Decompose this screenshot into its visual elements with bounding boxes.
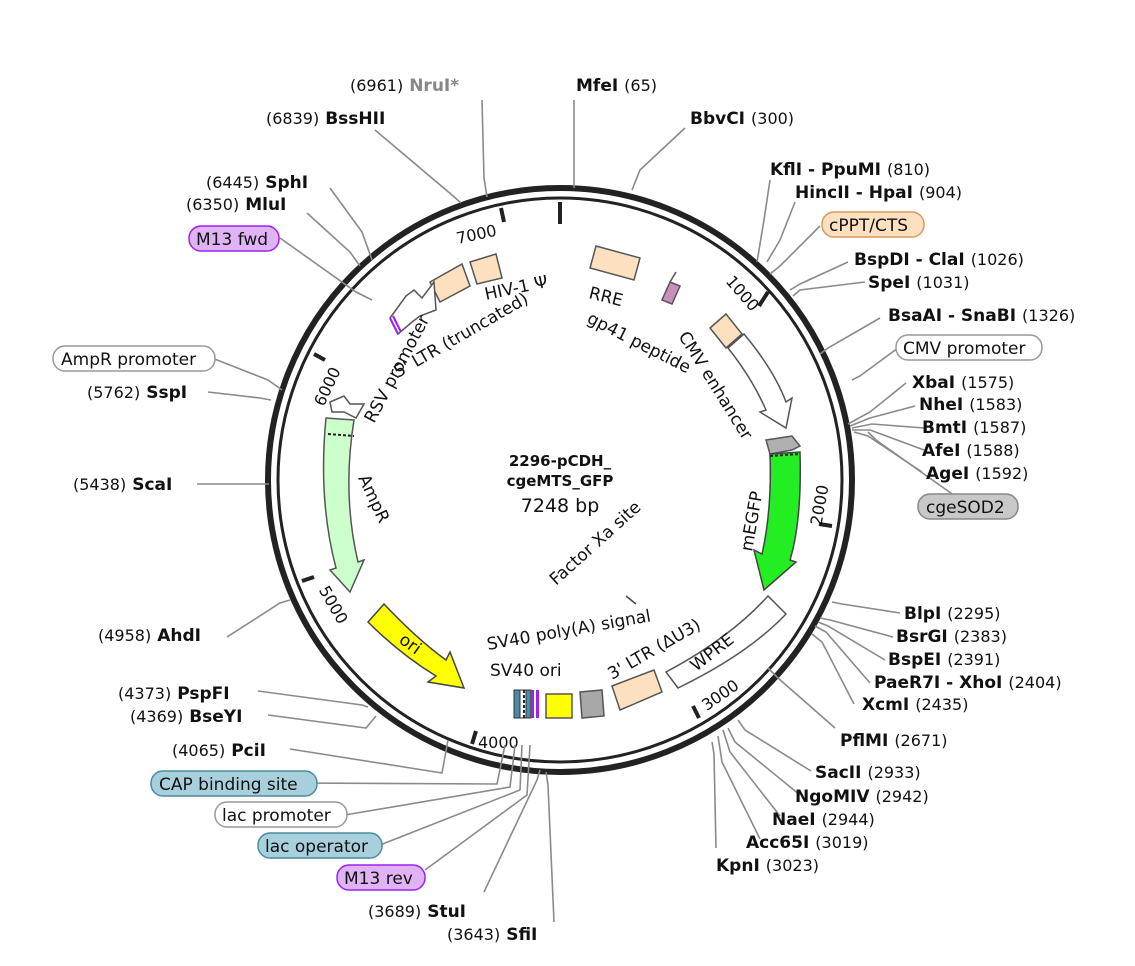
tick-label-7000: 7000	[455, 221, 499, 248]
svg-text:CMV promoter: CMV promoter	[903, 339, 1025, 359]
enzyme-nrui[interactable]: (6961)NruI*	[350, 76, 459, 96]
backbone-inner-ring	[276, 196, 844, 764]
feature-megfp-arrow[interactable]	[752, 451, 802, 592]
enzyme-ahdi[interactable]: (4958)AhdI	[98, 626, 201, 646]
enzyme-xbai[interactable]: XbaI(1575)	[912, 373, 1014, 393]
enzyme-bsaai[interactable]: BsaAI - SnaBI(1326)	[888, 306, 1075, 326]
enzyme-scai[interactable]: (5438)ScaI	[73, 475, 172, 495]
feature-lac-cluster[interactable]	[513, 689, 539, 719]
svg-text:AmpR promoter: AmpR promoter	[61, 350, 196, 370]
label-rre: RRE	[587, 283, 625, 311]
backbone-outer-ring	[265, 185, 855, 775]
enzyme-acc65i[interactable]: Acc65I(3019)	[746, 833, 869, 853]
enzyme-bmti[interactable]: BmtI(1587)	[922, 418, 1026, 438]
enzyme-bspei[interactable]: BspEI(2391)	[888, 650, 1000, 670]
svg-text:lac operator: lac operator	[265, 837, 368, 857]
tick-label-5000: 5000	[315, 582, 352, 627]
pill-lacoperator[interactable]: lac operator	[257, 832, 383, 859]
enzyme-paer7i[interactable]: PaeR7I - XhoI(2404)	[874, 673, 1062, 693]
factor-xa-marker	[625, 595, 637, 605]
tick-6000	[313, 352, 326, 362]
label-megfp: mEGFP	[737, 490, 767, 553]
svg-text:M13 fwd: M13 fwd	[196, 230, 268, 250]
enzyme-bsrgi[interactable]: BsrGI(2383)	[896, 627, 1007, 647]
feature-rsv-promoter-arrow[interactable]	[389, 279, 437, 336]
enzyme-spei[interactable]: SpeI(1031)	[868, 273, 969, 293]
label-sv40polya: SV40 poly(A) signal	[485, 606, 652, 655]
enzyme-pspfi[interactable]: (4373)PspFI	[118, 684, 230, 704]
enzyme-naei[interactable]: NaeI(2944)	[772, 810, 875, 830]
feature-ampr-promoter-arrow[interactable]	[329, 395, 366, 419]
feature-ltr3[interactable]	[611, 669, 663, 712]
enzyme-kfli[interactable]: KflI - PpuMI(810)	[770, 160, 930, 180]
enzyme-pcii[interactable]: (4065)PciI	[172, 741, 266, 761]
enzyme-blpi[interactable]: BlpI(2295)	[904, 604, 1000, 624]
enzyme-agei[interactable]: AgeI(1592)	[926, 464, 1028, 484]
svg-text:cPPT/CTS: cPPT/CTS	[829, 216, 908, 236]
enzyme-sfii[interactable]: (3643)SfiI	[447, 925, 537, 945]
feature-rre[interactable]	[589, 245, 641, 281]
enzyme-bbvci[interactable]: BbvCI(300)	[690, 109, 794, 129]
pill-amprpromoter[interactable]: AmpR promoter	[52, 345, 216, 372]
enzyme-pflmi[interactable]: PflMI(2671)	[840, 731, 948, 751]
feature-wpre[interactable]	[664, 594, 788, 689]
enzyme-stui[interactable]: (3689)StuI	[368, 902, 466, 922]
tick-2000	[818, 522, 833, 528]
feature-gp41[interactable]	[660, 271, 682, 305]
enzyme-hincii[interactable]: HincII - HpaI(904)	[795, 183, 962, 203]
enzyme-bsshii[interactable]: (6839)BssHII	[266, 109, 385, 129]
feature-hiv-psi[interactable]	[469, 253, 503, 285]
pill-cgesod2[interactable]: cgeSOD2	[917, 493, 1019, 520]
feature-ori-arrow[interactable]	[366, 602, 466, 689]
svg-text:lac promoter: lac promoter	[222, 806, 331, 826]
enzyme-sspi[interactable]: (5762)SspI	[87, 383, 187, 403]
pill-m13rev[interactable]: M13 rev	[336, 864, 426, 891]
svg-text:CAP binding site: CAP binding site	[159, 775, 298, 795]
pill-cppt[interactable]: cPPT/CTS	[821, 211, 925, 238]
plasmid-length: 7248 bp	[521, 495, 600, 517]
tick-3000	[691, 705, 701, 719]
label-ampr: AmpR	[353, 472, 393, 527]
enzyme-sphi[interactable]: (6445)SphI	[206, 173, 308, 193]
enzyme-mlui[interactable]: (6350)MluI	[186, 195, 286, 215]
pill-capsite[interactable]: CAP binding site	[150, 770, 318, 797]
tick-5000	[301, 575, 315, 583]
enzyme-nhei[interactable]: NheI(1583)	[919, 395, 1022, 415]
tick-label-4000: 4000	[478, 733, 519, 752]
enzyme-ngomiv[interactable]: NgoMIV(2942)	[795, 787, 929, 807]
plasmid-name-line2: cgeMTS_GFP	[507, 472, 614, 490]
feature-sv40-ori[interactable]	[545, 693, 573, 719]
pill-m13fwd[interactable]: M13 fwd	[188, 225, 280, 252]
pill-leader-lines	[211, 225, 956, 871]
enzyme-afei[interactable]: AfeI(1588)	[922, 441, 1020, 461]
tick-7000	[499, 207, 506, 223]
feature-cgesod2[interactable]	[765, 435, 802, 455]
feature-sv40-polya[interactable]	[579, 689, 605, 719]
pill-lacpromoter[interactable]: lac promoter	[214, 801, 348, 828]
feature-ampr-arrow[interactable]	[322, 417, 366, 594]
feature-cppt[interactable]	[708, 312, 744, 350]
enzyme-bspdi[interactable]: BspDI - ClaI(1026)	[854, 250, 1024, 270]
feature-cmv-enhancer-arrow[interactable]	[726, 332, 794, 430]
leader-lines	[197, 99, 925, 923]
enzyme-kpni[interactable]: KpnI(3023)	[716, 856, 819, 876]
enzyme-bseyi[interactable]: (4369)BseYI	[130, 707, 242, 727]
tick-label-3000: 3000	[698, 676, 742, 715]
svg-text:cgeSOD2: cgeSOD2	[926, 498, 1005, 518]
svg-text:M13 rev: M13 rev	[344, 869, 413, 889]
tick-1000	[757, 290, 770, 308]
tick-4000	[470, 730, 478, 745]
plasmid-name-line1: 2296-pCDH_	[509, 452, 612, 470]
pill-cmvpromoter[interactable]: CMV promoter	[895, 334, 1043, 361]
enzyme-labels: (6961)NruI* MfeI(65) (6839)BssHII BbvCI(…	[73, 76, 1075, 945]
feature-ltr5[interactable]	[429, 262, 471, 304]
tick-label-2000: 2000	[807, 483, 833, 526]
label-sv40ori: SV40 ori	[490, 661, 562, 681]
enzyme-mfei[interactable]: MfeI(65)	[576, 76, 657, 96]
enzyme-xcmi[interactable]: XcmI(2435)	[862, 695, 968, 715]
enzyme-sacii[interactable]: SacII(2933)	[815, 763, 921, 783]
